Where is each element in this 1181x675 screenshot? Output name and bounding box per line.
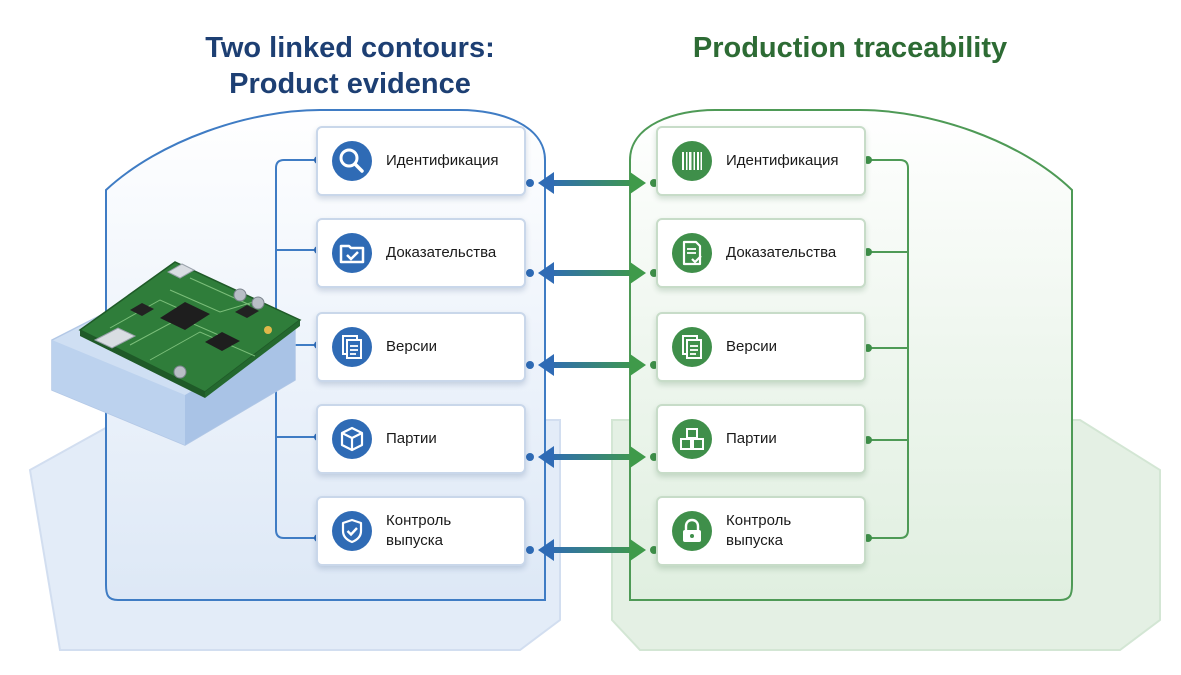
left-card-label: Версии bbox=[386, 338, 437, 355]
lock-icon bbox=[672, 511, 712, 551]
right-connector-bus bbox=[868, 159, 909, 539]
right-card-versions[interactable]: Версии bbox=[656, 312, 866, 382]
left-card-label: Идентификация bbox=[386, 152, 499, 169]
circuit-board-illustration bbox=[51, 261, 302, 446]
left-card-versions[interactable]: Версии bbox=[316, 312, 526, 382]
left-card-evidence[interactable]: Доказательства bbox=[316, 218, 526, 288]
right-contour-title: Production traceability bbox=[640, 30, 1060, 66]
left-card-identification[interactable]: Идентификация bbox=[316, 126, 526, 196]
link-arrow-versions bbox=[538, 354, 646, 376]
right-card-batches[interactable]: Партии bbox=[656, 404, 866, 474]
left-title-line-2: Product evidence bbox=[229, 68, 471, 100]
right-connector-dots bbox=[864, 156, 872, 542]
shield-check-icon bbox=[332, 511, 372, 551]
folder-check-icon bbox=[332, 233, 372, 273]
documents-icon bbox=[332, 327, 372, 367]
link-arrows bbox=[538, 172, 646, 561]
link-arrow-evidence bbox=[538, 262, 646, 284]
right-card-label: Доказательства bbox=[726, 244, 837, 261]
document-check-icon bbox=[672, 233, 712, 273]
left-contour-title: Two linked contours: Product evidence bbox=[150, 30, 550, 102]
link-arrow-identification bbox=[538, 172, 646, 194]
left-card-label: Партии bbox=[386, 430, 437, 447]
magnifier-icon bbox=[332, 141, 372, 181]
barcode-icon bbox=[672, 141, 712, 181]
left-card-batches[interactable]: Партии bbox=[316, 404, 526, 474]
box-icon bbox=[332, 419, 372, 459]
left-card-label: Доказательства bbox=[386, 244, 497, 261]
left-title-line-1: Two linked contours: bbox=[205, 32, 495, 64]
right-card-label: Идентификация bbox=[726, 152, 839, 169]
boxes-icon bbox=[672, 419, 712, 459]
right-card-label: Версии bbox=[726, 338, 777, 355]
link-arrow-batches bbox=[538, 446, 646, 468]
right-title-line-1: Production traceability bbox=[692, 32, 1008, 64]
right-card-identification[interactable]: Идентификация bbox=[656, 126, 866, 196]
documents-icon bbox=[672, 327, 712, 367]
right-card-label: Партии bbox=[726, 430, 777, 447]
right-card-evidence[interactable]: Доказательства bbox=[656, 218, 866, 288]
link-arrow-release-control bbox=[538, 539, 646, 561]
